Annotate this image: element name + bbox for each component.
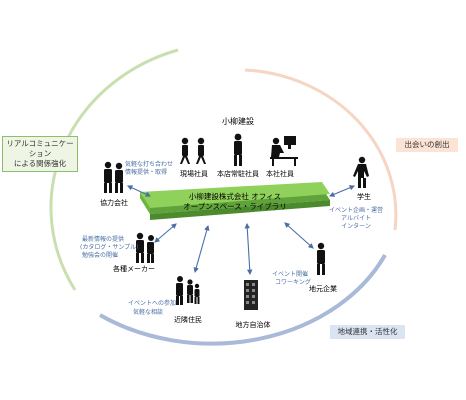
relation-arrows bbox=[126, 185, 356, 276]
maker-label: 各種メーカー bbox=[113, 264, 155, 273]
person-icon bbox=[136, 232, 154, 263]
residents-rel-1: イベントへの参加 bbox=[128, 299, 176, 307]
platform-line2: オープンスペース・ライブラリ bbox=[183, 201, 287, 211]
tag-real-communication-line2: による関係強化 bbox=[13, 159, 67, 168]
worker-icon bbox=[180, 137, 206, 164]
government-label: 地方自治体 bbox=[236, 320, 271, 329]
residents-rel-2: 気軽な相談 bbox=[133, 308, 163, 316]
student-rel-1: イベント企画・運営 bbox=[329, 206, 383, 214]
person-icon bbox=[317, 242, 325, 275]
local-biz-rel-1: イベント開催 bbox=[272, 270, 308, 278]
company-name: 小柳建設 bbox=[222, 116, 254, 126]
residents-label: 近隣住民 bbox=[174, 315, 202, 324]
tag-regional: 地域連携・活性化 bbox=[330, 325, 405, 339]
local-biz-label: 地元企業 bbox=[309, 284, 337, 293]
blue-arc bbox=[99, 254, 387, 346]
building-icon bbox=[244, 280, 258, 310]
maker-rel-2: (カタログ・サンプル) bbox=[80, 243, 139, 251]
student-rel-3: インターン bbox=[341, 222, 371, 230]
person-icon bbox=[353, 156, 369, 188]
peach-arc bbox=[244, 68, 398, 231]
maker-rel-3: 勉強会の開催 bbox=[82, 251, 118, 259]
person-icon bbox=[104, 161, 123, 193]
platform-line1: 小柳建設株式会社 オフィス bbox=[189, 191, 281, 201]
student-rel-2: アルバイト bbox=[341, 215, 371, 222]
partner-label: 協力会社 bbox=[100, 198, 128, 207]
partner-rel-1: 気軽な打ち合わせ bbox=[125, 160, 173, 168]
arrow-residents bbox=[193, 224, 210, 274]
arrow-government bbox=[244, 222, 253, 276]
person-icon bbox=[234, 133, 242, 166]
tag-encounters: 出会いの創出 bbox=[396, 138, 458, 152]
desk-worker-icon bbox=[270, 136, 298, 166]
maker-rel-1: 最新情報の提供 bbox=[82, 235, 124, 243]
arrow-student bbox=[328, 185, 356, 197]
staff-branch-label: 本店常駐社員 bbox=[217, 169, 259, 178]
staff-head-label: 本社社員 bbox=[266, 169, 294, 178]
tag-real-communication-line1: リアルコミュニケーション bbox=[6, 139, 74, 158]
staff-site-label: 現場社員 bbox=[180, 169, 208, 178]
arrow-partner bbox=[126, 185, 152, 197]
local-biz-rel-2: コワーキング bbox=[275, 278, 311, 286]
student-label: 学生 bbox=[357, 192, 371, 201]
arrow-local-biz bbox=[284, 222, 314, 249]
arrow-maker bbox=[154, 223, 177, 243]
person-icon bbox=[176, 276, 200, 305]
partner-rel-2: 情報提供・取得 bbox=[125, 168, 167, 176]
platform bbox=[140, 182, 330, 220]
tag-real-communication: リアルコミュニケーション による関係強化 bbox=[2, 136, 78, 172]
